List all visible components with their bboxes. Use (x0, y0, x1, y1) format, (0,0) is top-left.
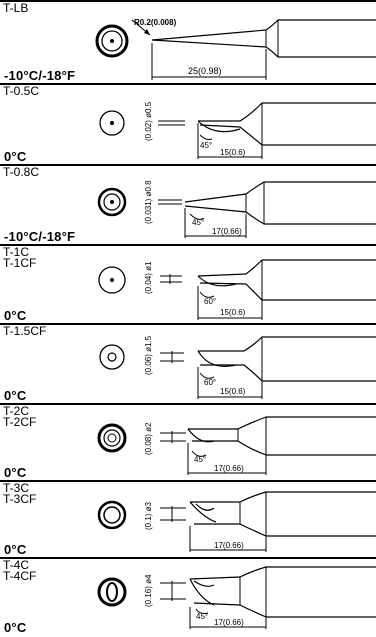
tip-angle-label: 45° (200, 141, 212, 150)
tip-end-view-outer (97, 500, 127, 530)
tip-angle-label: 45° (196, 612, 208, 621)
tip-model-label-secondary: T-3CF (3, 492, 37, 506)
tip-end-view-point (110, 121, 114, 125)
tip-temperature-label: 0°C (4, 149, 27, 164)
tip-model-label: T-3C T-3CF (3, 481, 37, 506)
tip-end-view-outer (99, 110, 125, 136)
tip-drawing-t-4c: (0.16) ø4 45° 17(0.66) (97, 566, 376, 629)
tip-diameter-label: (0.06) ø1.5 (144, 335, 153, 375)
tip-temperature-label: 0°C (4, 388, 27, 403)
tip-end-view-inner (103, 429, 121, 447)
tip-temperature-label: -10°C/-18°F (4, 68, 76, 83)
tip-model-label-primary: T-1C (3, 245, 30, 259)
tip-size-label: 17(0.66) (212, 227, 242, 236)
tip-model-label-secondary: T-2CF (3, 415, 37, 429)
tip-model-label-primary: T-3C (3, 481, 30, 495)
tip-drawing-t-1-5cf: (0.06) ø1.5 60° 15(0.6) (99, 335, 376, 399)
tip-model-label: T-4C T-4CF (3, 558, 37, 583)
tip-end-view-outer (97, 423, 127, 453)
tip-model-label: T-0.8C (3, 165, 40, 179)
tip-row-t-0-5c: T-0.5C 0°C (0.02) ø0.5 45° 15(0.6) (0, 83, 376, 164)
tip-side-profile (190, 491, 376, 537)
tip-angle-label: 60° (204, 378, 216, 387)
tip-model-label-secondary: T-1CF (3, 256, 37, 270)
tip-drawing-t-3c: (0.1) ø3 17(0.66) (97, 491, 376, 552)
tip-size-label: 17(0.66) (214, 464, 244, 473)
tip-diameter-label: (0.08) ø2 (144, 422, 153, 455)
tip-end-view-inner (103, 193, 121, 211)
tip-side-profile (198, 102, 376, 146)
tip-drawing-t-2c: (0.08) ø2 45° 17(0.66) (97, 416, 376, 475)
tip-size-label: 25(0.98) (188, 66, 222, 76)
tip-end-view-inner (106, 582, 118, 602)
tip-side-profile (151, 19, 376, 58)
tip-temperature-label: 0°C (4, 542, 27, 557)
tip-size-label: 15(0.6) (220, 387, 246, 396)
tip-model-label-secondary: T-4CF (3, 569, 37, 583)
tip-end-view-outer (98, 266, 126, 294)
tip-angle-label: 60° (204, 297, 216, 306)
tip-temperature-label: 0°C (4, 308, 27, 323)
tip-side-profile (188, 416, 376, 456)
tip-diameter-label: (0.031) ø0.8 (144, 180, 153, 224)
tip-side-profile (197, 259, 376, 301)
tip-diameter-label: (0.16) ø4 (144, 574, 153, 607)
tip-row-t-3c: T-3C T-3CF 0°C (0.1) ø3 17(0.66) (0, 480, 376, 557)
tip-row-t-1-5cf: T-1.5CF 0°C (0.06) ø1.5 60° 15(0.6) (0, 323, 376, 403)
tip-size-label: 17(0.66) (214, 618, 244, 627)
tip-row-t-4c: T-4C T-4CF 0°C (0.16) ø4 45° 17(0.66) (0, 557, 376, 635)
tip-size-label: 15(0.6) (220, 308, 246, 317)
tip-end-view-outer (95, 24, 129, 58)
tip-model-label: T-0.5C (3, 84, 40, 98)
tip-diameter-label: (0.02) ø0.5 (144, 101, 153, 141)
tip-angle-label: 45° (192, 218, 204, 227)
tip-angle-label: 45° (194, 455, 206, 464)
tip-model-label: T-1C T-1CF (3, 245, 37, 270)
tip-temperature-label: 0°C (4, 620, 27, 635)
tip-radius-label: R0.2(0.008) (134, 18, 177, 27)
tip-drawing-t-1c: (0.04) ø1 60° 15(0.6) (98, 259, 376, 320)
tip-side-profile (184, 181, 376, 225)
tip-size-label: 17(0.66) (214, 541, 244, 550)
tip-diameter-label: (0.1) ø3 (144, 501, 153, 530)
tip-size-label: 15(0.6) (220, 148, 246, 157)
tip-model-label-primary: T-4C (3, 558, 30, 572)
tip-end-view-inner (101, 30, 123, 52)
tip-model-label-primary: T-2C (3, 404, 30, 418)
tip-diameter-label: (0.04) ø1 (144, 261, 153, 294)
tip-end-view-outer (97, 187, 127, 217)
tip-row-t-0-8c: T-0.8C -10°C/-18°F (0.031) ø0.8 45° 17(0… (0, 164, 376, 244)
tip-side-profile (198, 336, 376, 382)
tip-drawing-t-0-5c: (0.02) ø0.5 45° 15(0.6) (99, 101, 376, 159)
tip-side-profile (189, 566, 376, 618)
tip-temperature-label: -10°C/-18°F (4, 229, 76, 244)
tip-end-view-inner (103, 506, 121, 524)
tip-end-view-point (110, 278, 114, 282)
tip-row-t-lb: T-LB -10°C/-18°F R0.2(0.008) 25(0.98) (0, 0, 376, 83)
tip-end-view-point (110, 39, 114, 43)
tip-end-view-inner (107, 352, 117, 362)
tip-model-label: T-2C T-2CF (3, 404, 37, 429)
tip-drawing-t-lb: R0.2(0.008) 25(0.98) (95, 18, 376, 80)
tip-row-t-2c: T-2C T-2CF 0°C (0.08) ø2 45° 17(0.66) (0, 403, 376, 480)
tip-model-label: T-LB (3, 1, 29, 15)
tip-model-label: T-1.5CF (3, 324, 47, 338)
tip-end-view-outer (99, 344, 125, 370)
tip-temperature-label: 0°C (4, 465, 27, 480)
tip-drawing-t-0-8c: (0.031) ø0.8 45° 17(0.66) (97, 180, 376, 238)
tip-end-view-outer (97, 577, 127, 607)
tip-row-t-1c: T-1C T-1CF 0°C (0.04) ø1 60° 15(0.6) (0, 244, 376, 323)
tip-end-view-point (110, 200, 114, 204)
